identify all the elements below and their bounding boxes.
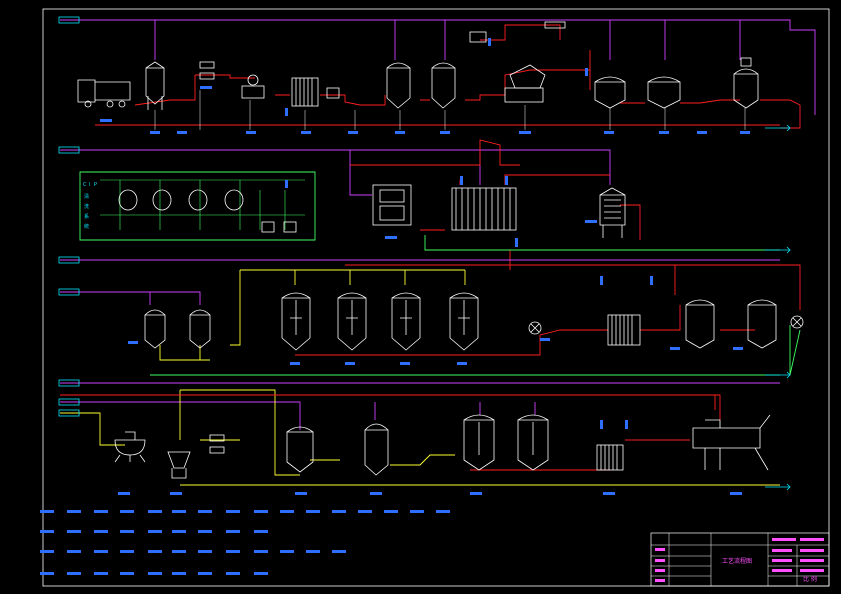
scale-label: 比 例 bbox=[803, 575, 817, 583]
mixing-tank bbox=[733, 57, 759, 109]
reception-tank bbox=[145, 61, 165, 110]
milk-tanker-truck bbox=[77, 79, 131, 108]
separator bbox=[504, 64, 546, 103]
holding-tube bbox=[599, 187, 626, 238]
fermenter-3 bbox=[391, 292, 421, 351]
valve-symbols bbox=[285, 38, 653, 429]
row-4-pipes bbox=[60, 382, 780, 486]
sugar-tank bbox=[286, 426, 314, 473]
pump-1 bbox=[241, 74, 265, 99]
inlet-tags bbox=[58, 16, 80, 417]
aging-tank-1 bbox=[463, 414, 495, 471]
cip-label-char: I bbox=[89, 182, 90, 188]
fermenter-1 bbox=[281, 292, 311, 351]
cip-panel: C I P 清 洗 系 统 bbox=[83, 179, 305, 233]
final-cooler bbox=[596, 444, 624, 471]
storage-tank-2 bbox=[431, 62, 456, 109]
cip-label-char: C bbox=[83, 182, 87, 188]
cooler-exchanger bbox=[607, 314, 641, 346]
row-3-equipment bbox=[144, 292, 804, 351]
pasteuriser-control-unit bbox=[372, 184, 412, 226]
homogeniser-panel bbox=[469, 21, 566, 43]
plate-heat-exchanger bbox=[451, 187, 517, 231]
row-4-equipment bbox=[114, 414, 771, 479]
cip-label-char: 洗 bbox=[84, 203, 89, 210]
storage-tank-1 bbox=[386, 62, 411, 109]
row-2-equipment bbox=[372, 184, 626, 238]
balance-tank bbox=[326, 87, 340, 99]
legend-notes bbox=[40, 510, 450, 575]
equipment-tags bbox=[100, 86, 750, 495]
aging-tank-2 bbox=[517, 414, 549, 471]
fermenter-4 bbox=[449, 292, 479, 351]
cip-label-char: 系 bbox=[84, 213, 89, 220]
plate-cooler bbox=[291, 77, 319, 107]
duplex-filter bbox=[199, 61, 215, 80]
flow-meter bbox=[790, 315, 804, 329]
buffer-tank-2 bbox=[747, 299, 777, 349]
drawing-border bbox=[42, 8, 830, 587]
starter-tank-2 bbox=[189, 309, 211, 349]
filling-machine bbox=[692, 414, 771, 471]
cip-vertical-label: C I P 清 洗 系 统 bbox=[83, 182, 97, 230]
starter-tank-1 bbox=[144, 309, 166, 349]
ingredient-kettle bbox=[114, 431, 146, 463]
fermenter-2 bbox=[337, 292, 367, 351]
mixer-pump bbox=[167, 451, 191, 479]
duplex-filter-2 bbox=[209, 434, 225, 454]
standardise-tank-1 bbox=[594, 76, 626, 109]
title-block: 工艺流程图 比 例 bbox=[650, 532, 830, 587]
vertical-tank bbox=[364, 423, 389, 476]
cip-label-char: P bbox=[94, 182, 97, 188]
buffer-tank-1 bbox=[685, 299, 715, 349]
standardise-tank-2 bbox=[647, 76, 681, 109]
output-arrows bbox=[765, 124, 791, 491]
sheet-title: 工艺流程图 bbox=[722, 557, 752, 565]
cooling-pump bbox=[528, 321, 542, 335]
row-1-equipment bbox=[77, 21, 759, 110]
cip-label-char: 清 bbox=[84, 193, 89, 200]
cip-label-char: 统 bbox=[84, 223, 89, 230]
